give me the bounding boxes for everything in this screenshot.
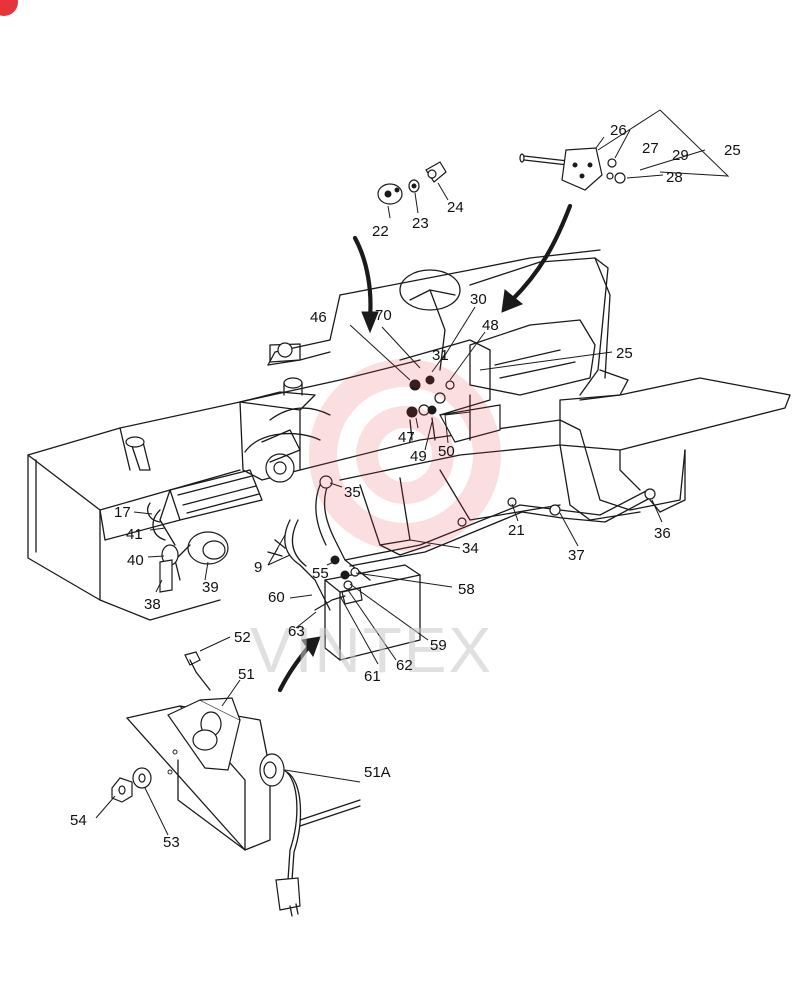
light-bracket-assembly bbox=[111, 651, 361, 917]
callout-54: 54 bbox=[70, 812, 87, 829]
callout-17: 17 bbox=[114, 504, 131, 521]
callout-25-mid: 25 bbox=[616, 345, 633, 362]
callout-48: 48 bbox=[482, 317, 499, 334]
callout-46: 46 bbox=[310, 309, 327, 326]
callout-51: 51 bbox=[238, 666, 255, 683]
callout-63: 63 bbox=[288, 623, 305, 640]
switch-hardware-top bbox=[377, 161, 447, 205]
watermark-logo: VINTEX bbox=[250, 359, 501, 686]
callout-55: 55 bbox=[312, 565, 329, 582]
callout-25-top: 25 bbox=[724, 142, 741, 159]
corner-badge bbox=[0, 0, 18, 16]
callout-24: 24 bbox=[447, 199, 464, 216]
callout-31: 31 bbox=[432, 347, 449, 364]
callout-49: 49 bbox=[410, 448, 427, 465]
callout-22: 22 bbox=[372, 223, 389, 240]
indicator-arrows bbox=[277, 203, 573, 693]
callout-41: 41 bbox=[126, 526, 143, 543]
watermark-text: VINTEX bbox=[250, 614, 493, 686]
ignition-switch-assembly bbox=[519, 147, 626, 191]
callout-50: 50 bbox=[438, 443, 455, 460]
callout-29: 29 bbox=[672, 147, 689, 164]
callout-59: 59 bbox=[430, 637, 447, 654]
callout-37: 37 bbox=[568, 547, 585, 564]
engine-assembly bbox=[147, 407, 331, 593]
callout-36: 36 bbox=[654, 525, 671, 542]
callout-28: 28 bbox=[666, 169, 683, 186]
callout-39: 39 bbox=[202, 579, 219, 596]
callout-40: 40 bbox=[127, 552, 144, 569]
callout-34: 34 bbox=[462, 540, 479, 557]
callout-58: 58 bbox=[458, 581, 475, 598]
callout-leaders bbox=[95, 109, 730, 836]
callout-27: 27 bbox=[642, 140, 659, 157]
callout-38: 38 bbox=[144, 596, 161, 613]
callout-26: 26 bbox=[610, 122, 627, 139]
callout-47: 47 bbox=[398, 429, 415, 446]
callout-53: 53 bbox=[163, 834, 180, 851]
tractor-body bbox=[27, 249, 791, 621]
callout-61: 61 bbox=[364, 668, 381, 685]
callout-35: 35 bbox=[344, 484, 361, 501]
wiring-harness bbox=[267, 375, 656, 611]
callout-60: 60 bbox=[268, 589, 285, 606]
callout-labels: 26 27 29 25 28 22 23 24 30 46 70 48 31 2… bbox=[70, 122, 741, 851]
callout-21: 21 bbox=[508, 522, 525, 539]
callout-62: 62 bbox=[396, 657, 413, 674]
callout-9: 9 bbox=[254, 559, 262, 576]
callout-70: 70 bbox=[375, 307, 392, 324]
callout-23: 23 bbox=[412, 215, 429, 232]
callout-30: 30 bbox=[470, 291, 487, 308]
callout-52: 52 bbox=[234, 629, 251, 646]
callout-51a: 51A bbox=[364, 764, 391, 781]
